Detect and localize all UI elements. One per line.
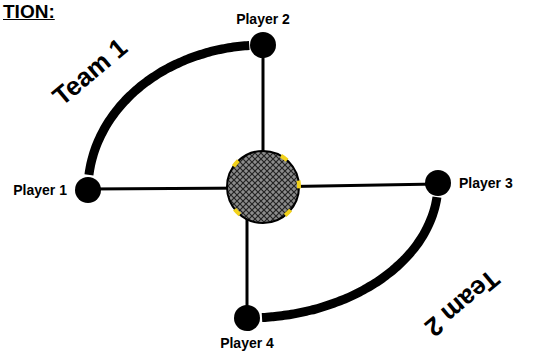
team-label: Team 1	[45, 31, 135, 113]
heading-fragment: TION:	[3, 1, 55, 23]
player-label: Player 2	[236, 11, 290, 27]
player-dot: Player 1	[75, 177, 101, 203]
player-dot: Player 2	[250, 32, 276, 58]
team-label: Team 2	[417, 262, 507, 344]
spoke-lines	[88, 45, 438, 318]
player-dot: Player 3	[425, 170, 451, 196]
player-label: Player 4	[220, 335, 274, 351]
player-dot: Player 4	[234, 305, 260, 331]
player-label: Player 3	[459, 175, 513, 191]
net-circle	[227, 151, 299, 223]
team-arc	[262, 197, 437, 317]
rim-marks	[234, 156, 300, 216]
player-label: Player 1	[13, 182, 67, 198]
